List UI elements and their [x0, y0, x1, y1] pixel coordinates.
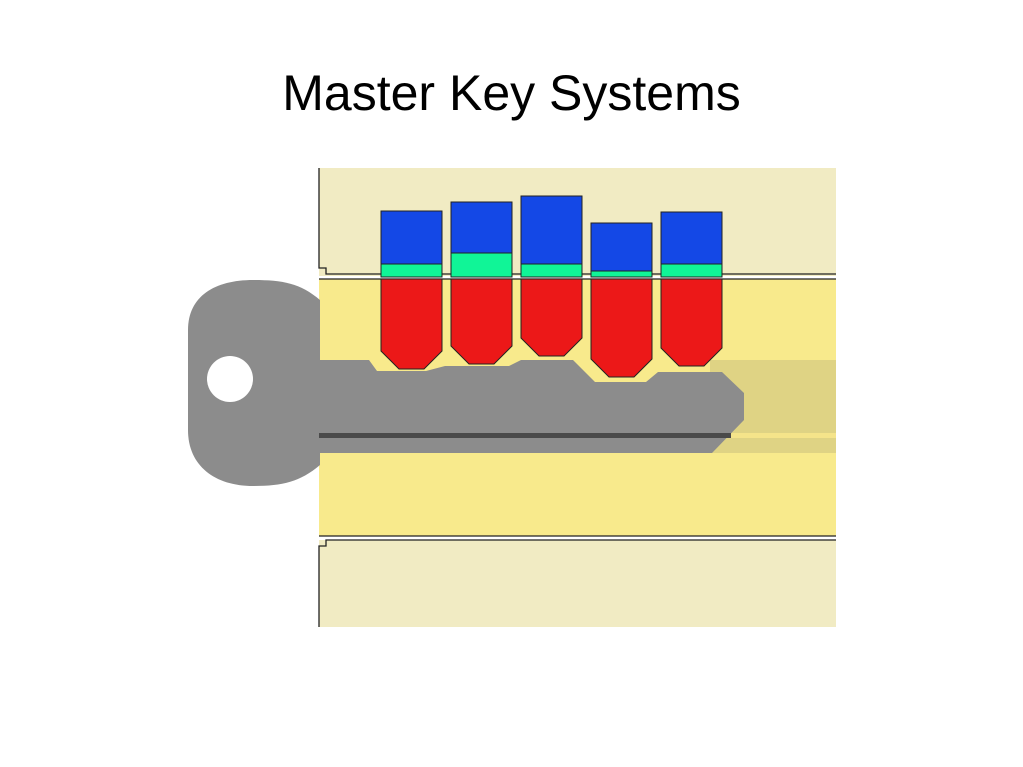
- bottom-pin-1: [380, 278, 443, 370]
- housing-bottom: [319, 540, 836, 627]
- bottom-pin-4: [590, 278, 653, 378]
- top-pin-3: [520, 195, 583, 265]
- key-blade: [319, 360, 744, 453]
- keyway-groove-highlight: [730, 433, 836, 438]
- housing-bottom-edge: [318, 539, 836, 627]
- master-wafer-1: [380, 263, 443, 278]
- key-bow-hole: [207, 356, 253, 402]
- pin-stacks: [380, 195, 723, 378]
- top-pin-2: [450, 201, 513, 254]
- top-pin-4: [590, 222, 653, 272]
- bottom-pin-3: [520, 278, 583, 357]
- key-bow: [188, 280, 320, 486]
- master-wafer-2: [450, 252, 513, 278]
- master-wafer-3: [520, 263, 583, 278]
- master-wafer-4: [590, 270, 653, 278]
- key-groove: [319, 433, 731, 438]
- bottom-pin-5: [660, 278, 723, 367]
- master-wafer-5: [660, 263, 723, 278]
- bottom-pin-2: [450, 278, 513, 365]
- slide-title: Master Key Systems: [282, 65, 741, 121]
- top-pin-5: [660, 211, 723, 265]
- top-pin-1: [380, 210, 443, 265]
